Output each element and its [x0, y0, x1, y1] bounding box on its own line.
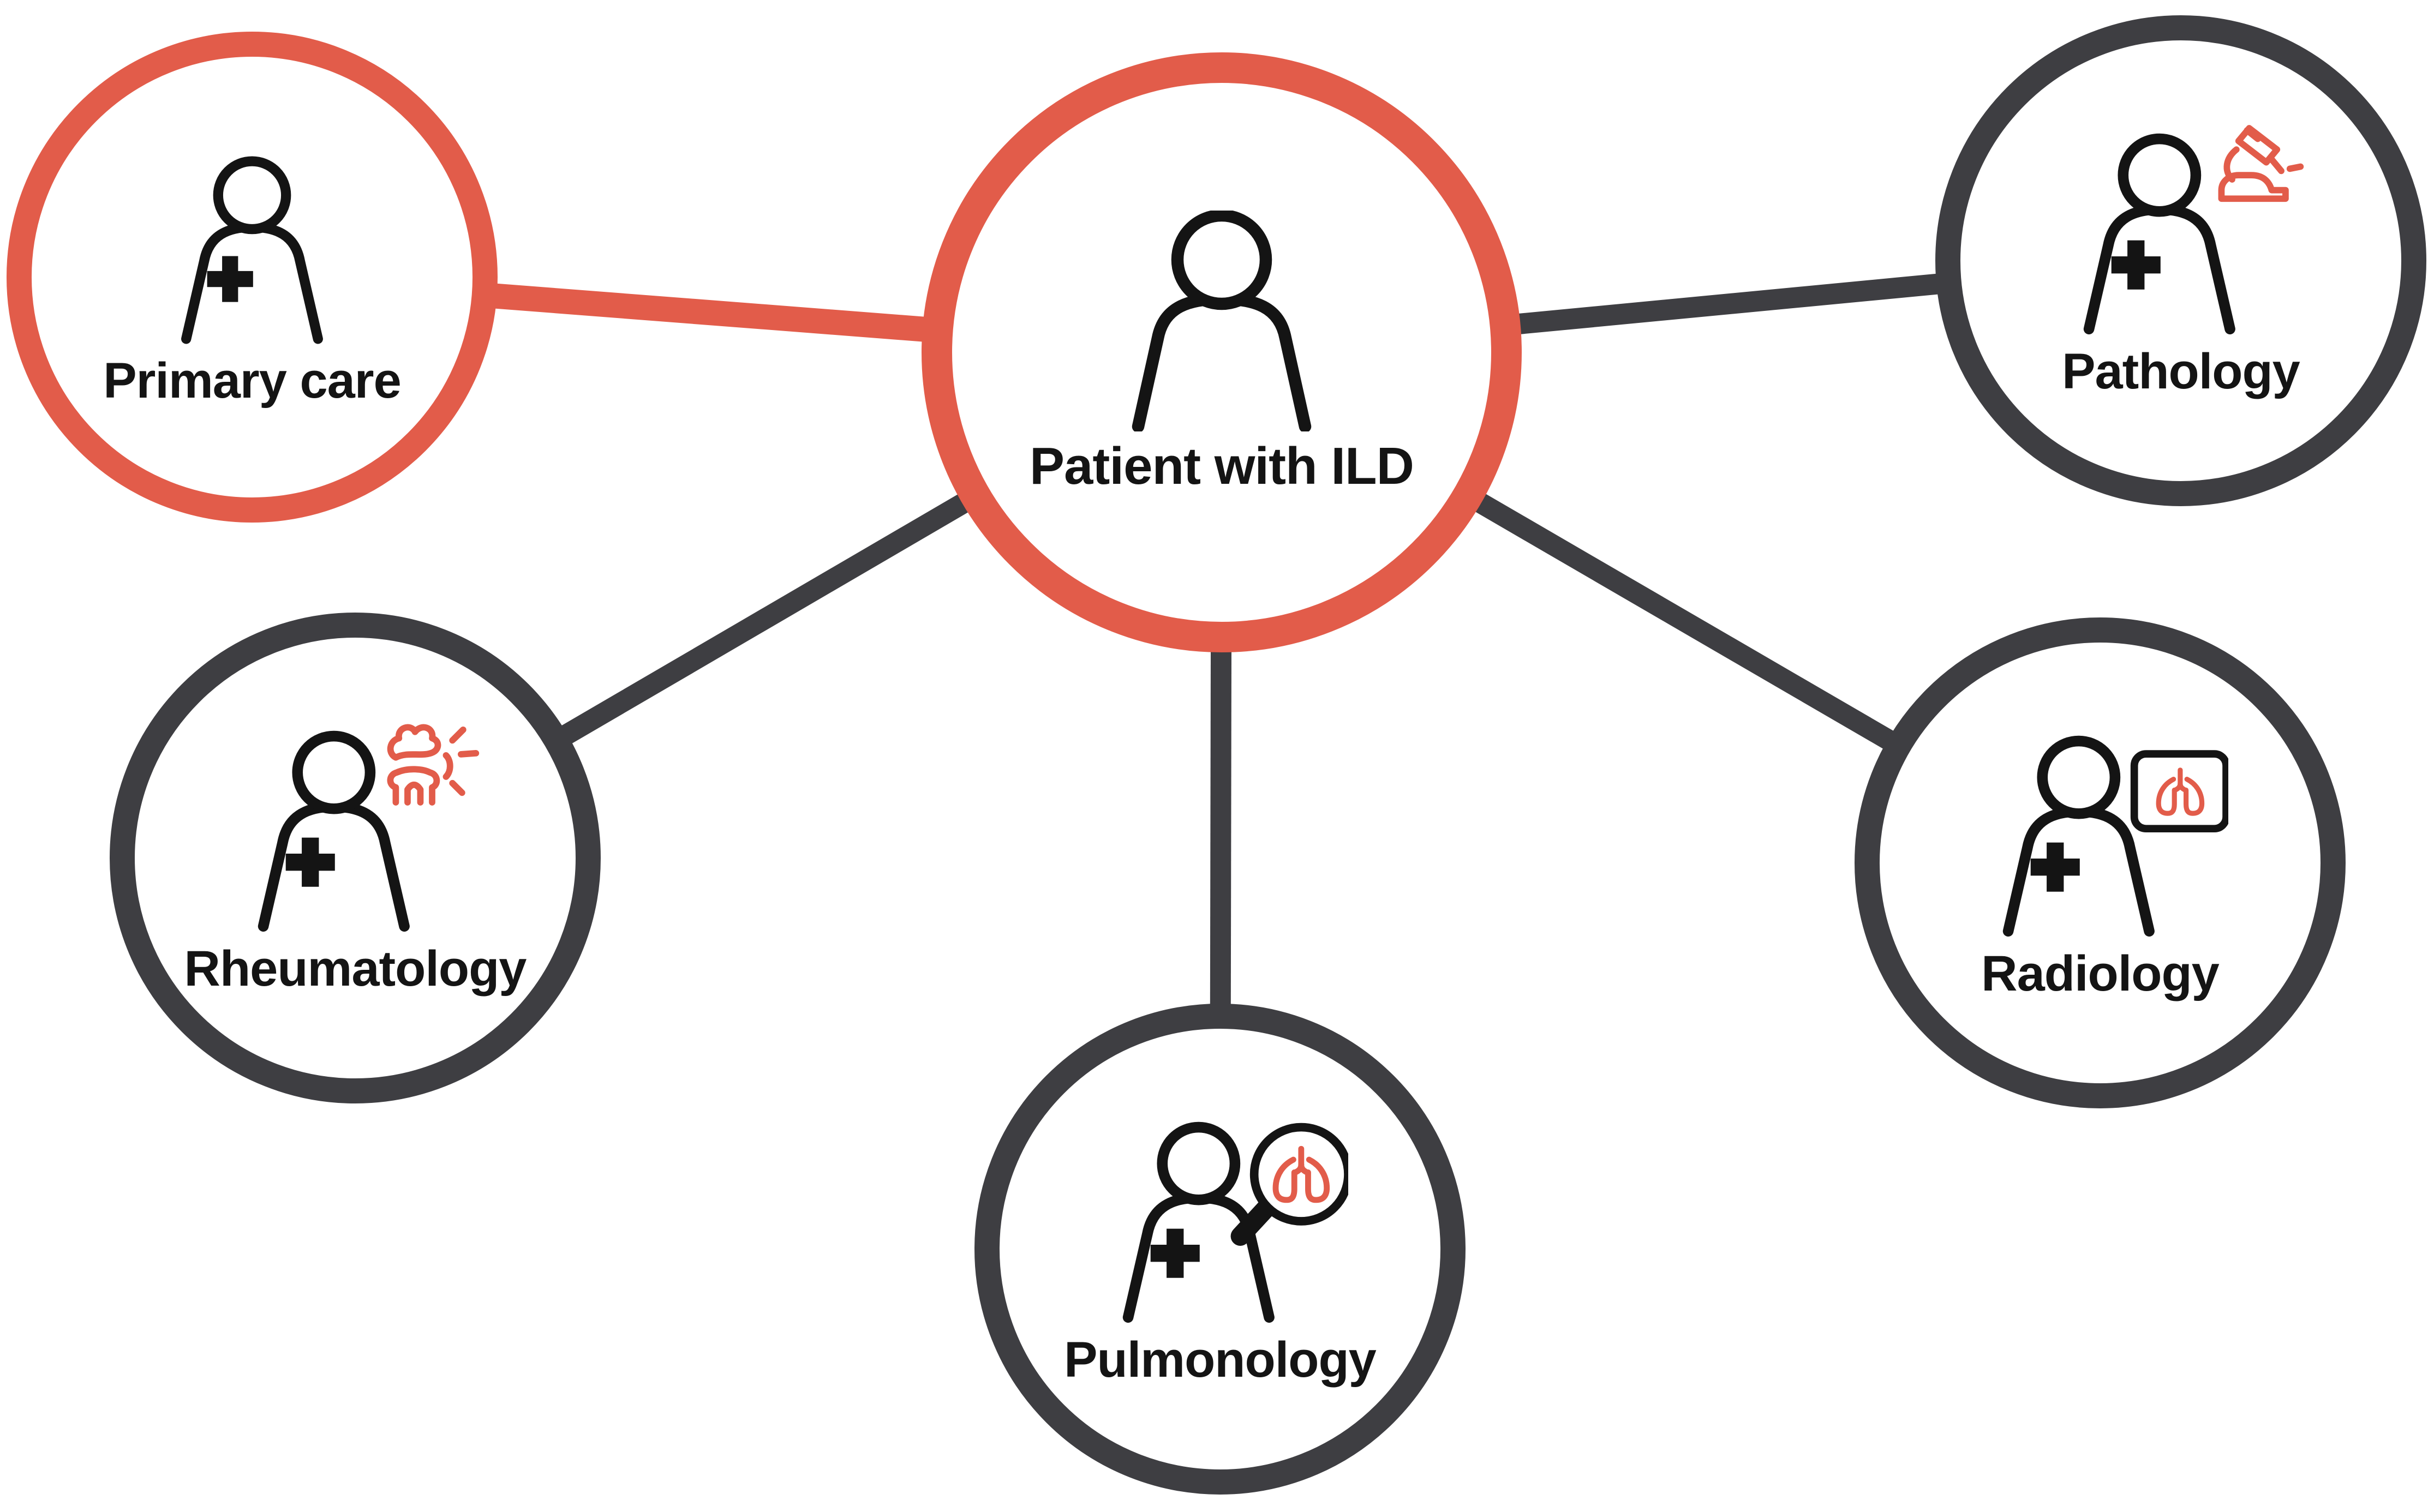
node-patient-with-ild: Patient with ILD	[922, 52, 1522, 652]
person-icon	[1132, 211, 1312, 432]
magnifier-lungs-icon	[1230, 1123, 1348, 1246]
node-label: Primary care	[103, 352, 402, 409]
node-primary-care: Primary care	[7, 32, 498, 523]
node-rheumatology: Rheumatology	[110, 613, 601, 1103]
node-pulmonology: Pulmonology	[974, 1004, 1466, 1495]
chest-xray-lungs-icon	[2130, 749, 2228, 832]
node-label: Rheumatology	[184, 940, 527, 997]
person-plus-icon	[1092, 1112, 1348, 1326]
person-plus-icon	[1972, 726, 2228, 940]
node-label: Pulmonology	[1064, 1331, 1377, 1388]
node-label: Patient with ILD	[1030, 437, 1414, 496]
person-plus-icon	[227, 724, 480, 935]
person-plus-icon	[132, 147, 372, 347]
microscope-icon	[2218, 124, 2304, 202]
node-radiology: Radiology	[1855, 617, 2346, 1108]
node-pathology: Pathology	[1935, 15, 2426, 506]
node-label: Radiology	[1981, 945, 2220, 1001]
person-plus-icon	[2053, 124, 2304, 338]
node-label: Pathology	[2062, 343, 2300, 399]
inflamed-joint-icon	[387, 724, 480, 806]
